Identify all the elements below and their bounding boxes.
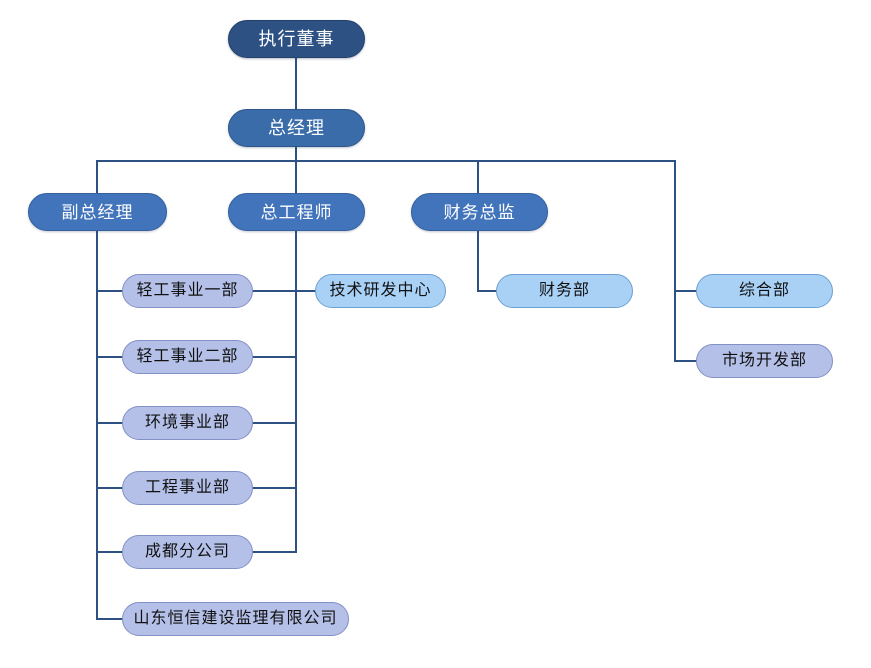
- org-node-environment-div[interactable]: 环境事业部: [122, 406, 253, 440]
- org-node-chief-engineer[interactable]: 总工程师: [228, 193, 365, 231]
- org-node-exec-director[interactable]: 执行董事: [228, 20, 365, 58]
- org-node-label-chengdu-branch: 成都分公司: [144, 543, 230, 560]
- org-node-label-deputy-general-manager: 副总经理: [61, 202, 134, 222]
- org-node-light-industry-div-1[interactable]: 轻工事业一部: [122, 274, 253, 308]
- org-node-label-shandong-hengxin: 山东恒信建设监理有限公司: [133, 610, 338, 627]
- org-node-label-tech-rd-center: 技术研发中心: [329, 282, 432, 299]
- org-node-chengdu-branch[interactable]: 成都分公司: [122, 535, 253, 569]
- org-node-label-market-development-dept: 市场开发部: [721, 352, 807, 369]
- org-node-label-general-affairs-dept: 综合部: [738, 282, 790, 299]
- org-node-label-engineering-div: 工程事业部: [144, 479, 230, 496]
- org-node-label-chief-engineer: 总工程师: [260, 202, 333, 222]
- org-node-label-finance-dept: 财务部: [538, 282, 590, 299]
- org-node-general-affairs-dept[interactable]: 综合部: [696, 274, 833, 308]
- org-node-engineering-div[interactable]: 工程事业部: [122, 471, 253, 505]
- org-node-label-general-manager: 总经理: [268, 118, 325, 138]
- org-node-light-industry-div-2[interactable]: 轻工事业二部: [122, 340, 253, 374]
- org-node-shandong-hengxin[interactable]: 山东恒信建设监理有限公司: [122, 602, 349, 636]
- org-node-label-cfo: 财务总监: [443, 202, 516, 222]
- org-node-label-exec-director: 执行董事: [258, 29, 335, 49]
- org-node-market-development-dept[interactable]: 市场开发部: [696, 344, 833, 378]
- org-node-finance-dept[interactable]: 财务部: [496, 274, 633, 308]
- org-node-label-light-industry-div-2: 轻工事业二部: [136, 348, 239, 365]
- org-node-cfo[interactable]: 财务总监: [411, 193, 548, 231]
- org-node-label-environment-div: 环境事业部: [144, 414, 230, 431]
- org-node-tech-rd-center[interactable]: 技术研发中心: [315, 274, 446, 308]
- org-node-deputy-general-manager[interactable]: 副总经理: [28, 193, 167, 231]
- org-node-general-manager[interactable]: 总经理: [228, 109, 365, 147]
- org-node-label-light-industry-div-1: 轻工事业一部: [136, 282, 239, 299]
